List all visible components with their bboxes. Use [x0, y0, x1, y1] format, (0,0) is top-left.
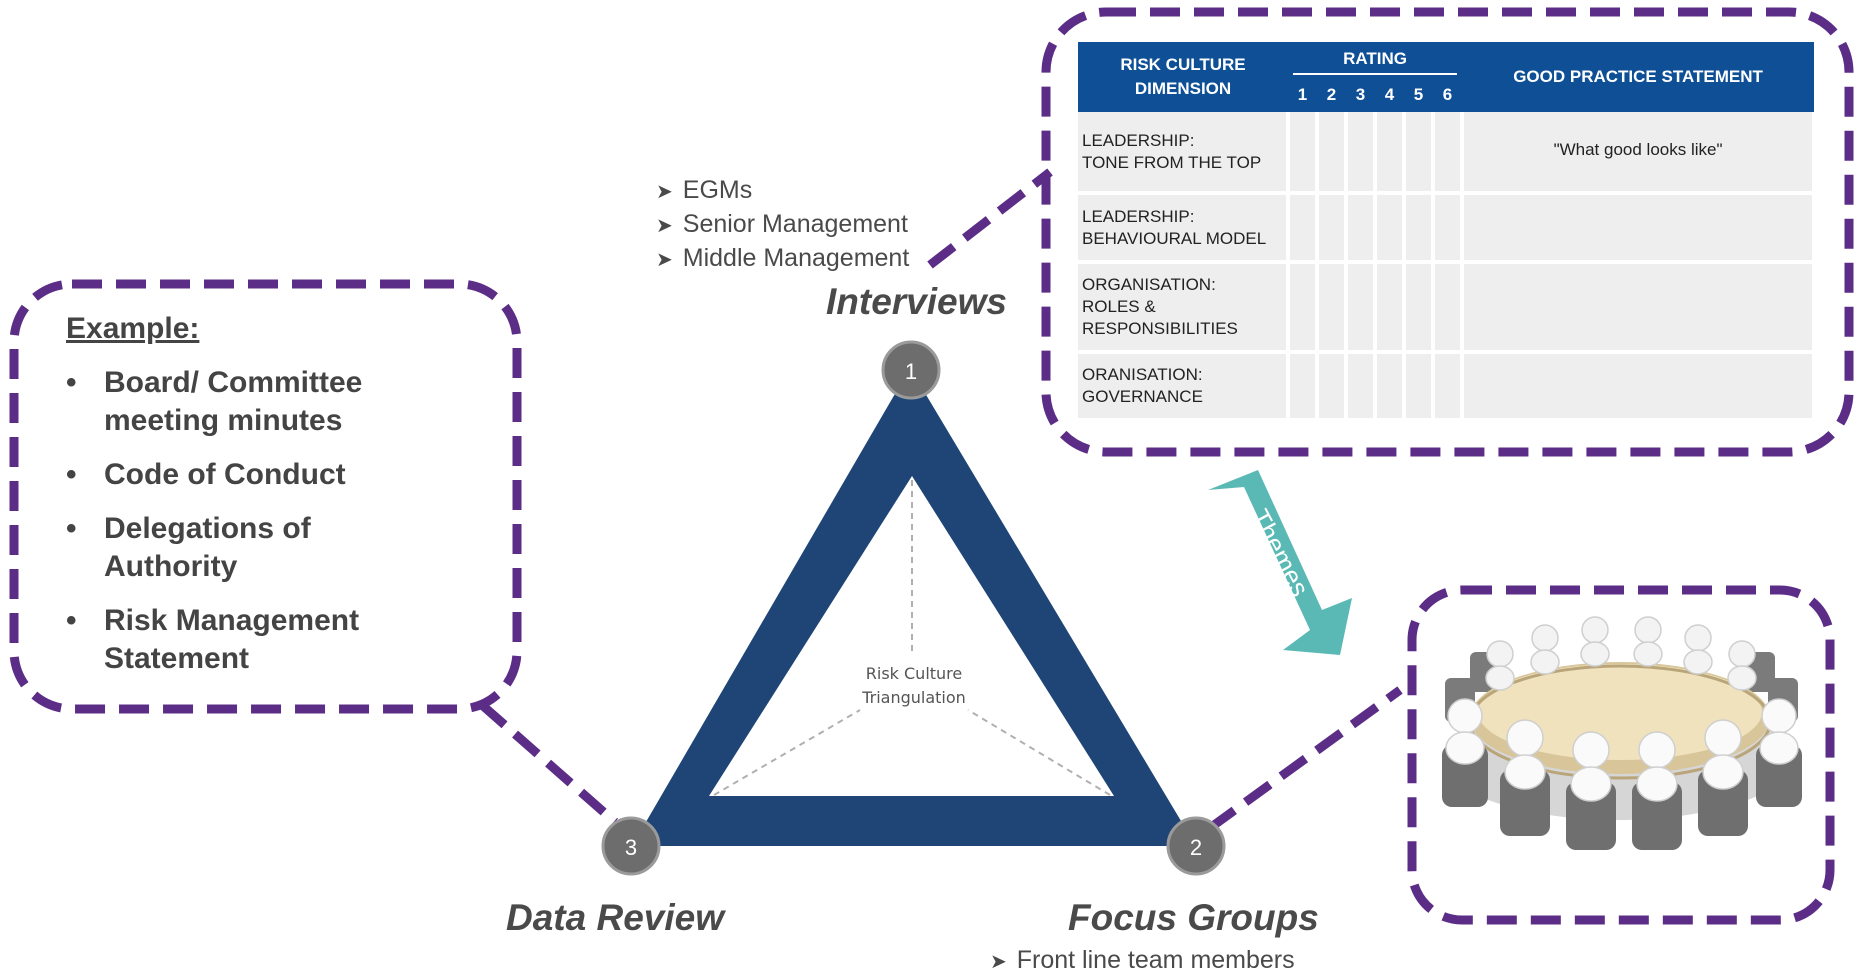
rating-cell[interactable] [1404, 262, 1435, 354]
dimension-cell: ORGANISATION:ROLES &RESPONSIBILITIES [1078, 262, 1290, 354]
bullet-icon: • [66, 512, 77, 545]
connector-datareview-example [479, 701, 618, 826]
interviews-bullet-item: ➤Middle Management [656, 244, 910, 272]
focus-groups-bullet-list: ➤Front line team members [990, 944, 1295, 978]
rating-cell[interactable] [1317, 352, 1348, 422]
rating-cell[interactable] [1288, 352, 1319, 422]
example-item: • Code of Conduct [58, 456, 498, 494]
rating-table: RISK CULTURE DIMENSION RATING GOOD PRACT… [1078, 42, 1817, 422]
rating-cell[interactable] [1375, 112, 1406, 195]
rating-level: 2 [1317, 77, 1346, 112]
rating-cell[interactable] [1375, 352, 1406, 422]
rating-table-dashed-box [1041, 7, 1854, 457]
data-review-label: Data Review [506, 897, 724, 938]
rating-level: 6 [1433, 77, 1463, 112]
node-2[interactable]: 2 [1166, 816, 1226, 876]
interviews-label: Interviews [826, 281, 1007, 322]
dimension-cell: LEADERSHIP:BEHAVIOURAL MODEL [1078, 193, 1290, 264]
statement-cell [1462, 193, 1817, 264]
rating-cell[interactable] [1346, 112, 1377, 195]
triangle-center-line1: Risk Culture [866, 664, 963, 683]
focus-groups-bullet-item: ➤Front line team members [990, 946, 1295, 974]
rating-cell[interactable] [1404, 352, 1435, 422]
rating-cell[interactable] [1288, 193, 1319, 264]
themes-arrow-label: Themes [1245, 504, 1316, 601]
node-3-number: 3 [625, 835, 637, 860]
meeting-image-dashed-box [1407, 585, 1835, 925]
arrow-bullet-icon: ➤ [990, 951, 1007, 973]
bullet-icon: • [66, 366, 77, 399]
statement-cell [1462, 352, 1817, 422]
focus-groups-label: Focus Groups [1068, 897, 1319, 938]
rating-cell[interactable] [1404, 193, 1435, 264]
rating-cell[interactable] [1404, 112, 1435, 195]
bullet-icon: • [66, 458, 77, 491]
node-1-number: 1 [905, 359, 917, 384]
triangle-frame [632, 368, 1196, 846]
rating-cell[interactable] [1317, 193, 1348, 264]
connector-focusgroups-image [1207, 686, 1403, 832]
interviews-bullet-item: ➤Senior Management [656, 210, 908, 238]
triangle-center-line2: Triangulation [861, 688, 966, 707]
arrow-bullet-icon: ➤ [656, 215, 673, 237]
statement-cell: "What good looks like" [1462, 112, 1817, 195]
rating-cell[interactable] [1433, 262, 1465, 354]
dimension-cell: LEADERSHIP:TONE FROM THE TOP [1078, 112, 1290, 195]
interviews-bullet-list: ➤EGMs ➤Senior Management ➤Middle Managem… [656, 174, 909, 276]
rating-cell[interactable] [1346, 262, 1377, 354]
statement-cell [1462, 262, 1817, 354]
node-1[interactable]: 1 [881, 340, 941, 400]
rating-level: 4 [1375, 77, 1404, 112]
example-title: Example: [66, 312, 200, 345]
rating-level: 1 [1288, 77, 1317, 112]
table-row: LEADERSHIP:TONE FROM THE TOP "What good … [1078, 112, 1817, 195]
table-header-rating: RATING [1288, 42, 1463, 77]
example-dashed-box [9, 279, 522, 714]
meeting-table-image [1442, 616, 1802, 850]
rating-level: 3 [1346, 77, 1375, 112]
node-3[interactable]: 3 [601, 816, 661, 876]
rating-level: 5 [1404, 77, 1433, 112]
table-row: ORGANISATION:ROLES &RESPONSIBILITIES [1078, 262, 1817, 354]
rating-cell[interactable] [1433, 352, 1465, 422]
rating-cell[interactable] [1433, 193, 1465, 264]
connector-interviews-table [927, 168, 1053, 269]
rating-cell[interactable] [1346, 352, 1377, 422]
rating-cell[interactable] [1433, 112, 1465, 195]
table-row: LEADERSHIP:BEHAVIOURAL MODEL [1078, 193, 1817, 264]
rating-cell[interactable] [1346, 193, 1377, 264]
table-header-statement: GOOD PRACTICE STATEMENT [1462, 42, 1815, 112]
rating-cell[interactable] [1375, 262, 1406, 354]
node-2-number: 2 [1190, 835, 1202, 860]
bullet-icon: • [66, 604, 77, 637]
table-row: ORANISATION:GOVERNANCE [1078, 352, 1817, 422]
rating-cell[interactable] [1288, 262, 1319, 354]
arrow-bullet-icon: ➤ [656, 249, 673, 271]
rating-cell[interactable] [1375, 193, 1406, 264]
rating-cell[interactable] [1288, 112, 1319, 195]
arrow-bullet-icon: ➤ [656, 181, 673, 203]
triangle-guide-right [967, 709, 1111, 796]
rating-cell[interactable] [1317, 262, 1348, 354]
rating-cell[interactable] [1317, 112, 1348, 195]
dimension-cell: ORANISATION:GOVERNANCE [1078, 352, 1290, 422]
table-header-dimension: RISK CULTURE DIMENSION [1078, 42, 1288, 112]
interviews-bullet-item: ➤EGMs [656, 176, 753, 204]
themes-arrow: Themes [1208, 470, 1352, 655]
